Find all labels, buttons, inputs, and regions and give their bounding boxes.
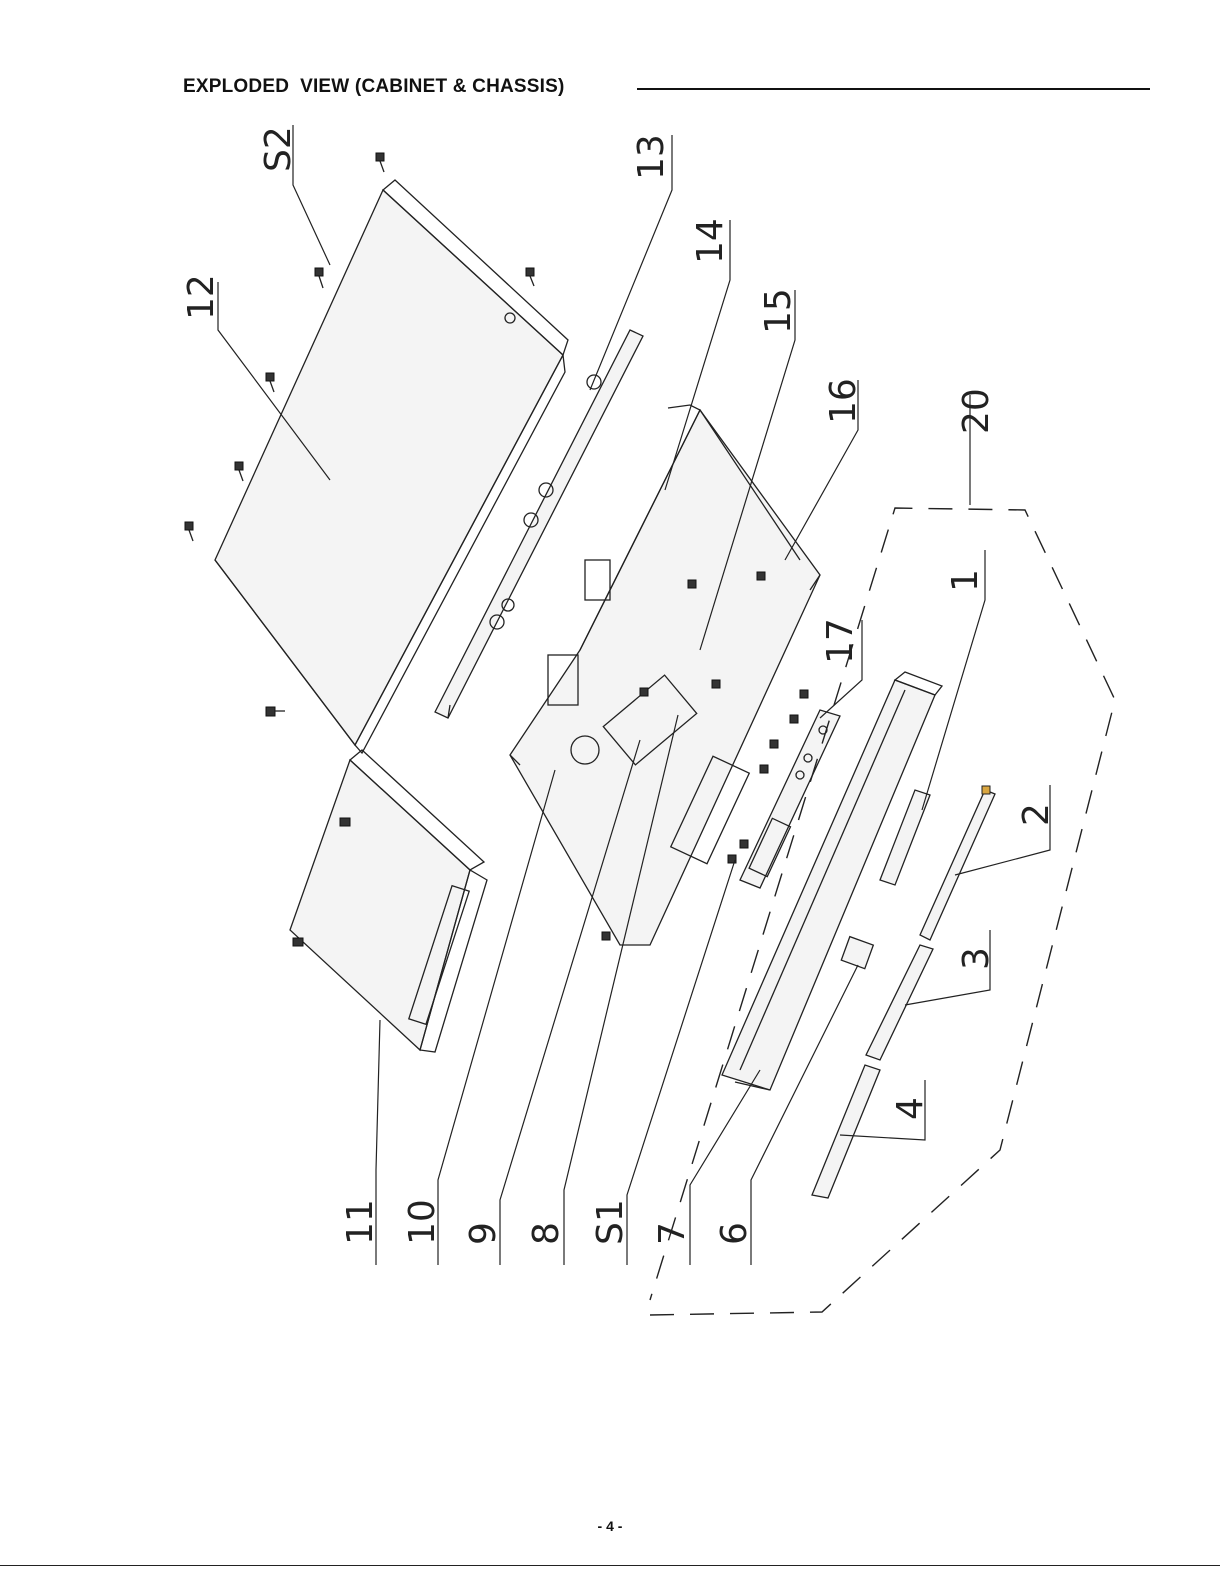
screw-icon bbox=[640, 688, 648, 696]
screw-icon bbox=[293, 938, 303, 946]
screw-icon bbox=[340, 818, 350, 826]
screw-icon bbox=[688, 580, 696, 588]
screw-icon bbox=[602, 932, 610, 940]
callout-17: 17 bbox=[820, 618, 861, 664]
screw-icon bbox=[760, 765, 768, 773]
callout-14: 14 bbox=[690, 218, 731, 264]
callout-2: 2 bbox=[1016, 803, 1057, 826]
callout-9: 9 bbox=[463, 1222, 504, 1245]
screw-icon bbox=[770, 740, 778, 748]
screw-icon bbox=[526, 268, 534, 286]
callout-1: 1 bbox=[945, 569, 986, 592]
callout-8: 8 bbox=[526, 1222, 567, 1245]
top-cover bbox=[215, 180, 568, 753]
callout-11: 11 bbox=[340, 1199, 381, 1245]
callout-s1: S1 bbox=[590, 1199, 631, 1245]
callout-12: 12 bbox=[181, 274, 222, 320]
callout-6: 6 bbox=[714, 1222, 755, 1245]
screw-icon bbox=[185, 522, 193, 541]
button-strip bbox=[920, 786, 995, 940]
screw-icon bbox=[235, 462, 243, 481]
callout-16: 16 bbox=[823, 378, 864, 424]
screw-icon bbox=[790, 715, 798, 723]
power-knob bbox=[841, 937, 873, 969]
screw-icon bbox=[757, 572, 765, 580]
page-number: - 4 - bbox=[0, 1518, 1220, 1534]
screw-icon bbox=[376, 153, 384, 172]
screw-icon bbox=[740, 840, 748, 848]
callout-4: 4 bbox=[890, 1097, 931, 1120]
screw-icon bbox=[266, 707, 285, 716]
callout-15: 15 bbox=[758, 288, 799, 334]
door-trim bbox=[812, 1065, 880, 1198]
screw-icon bbox=[712, 680, 720, 688]
bottom-rule bbox=[0, 1565, 1220, 1566]
callout-20: 20 bbox=[956, 388, 997, 434]
callout-3: 3 bbox=[956, 947, 997, 970]
callout-13: 13 bbox=[631, 134, 672, 180]
screw-icon bbox=[266, 373, 274, 392]
callout-10: 10 bbox=[402, 1199, 443, 1245]
tray-door bbox=[866, 945, 933, 1060]
callout-7: 7 bbox=[652, 1222, 693, 1245]
screw-icon bbox=[800, 690, 808, 698]
callout-s2: S2 bbox=[258, 126, 299, 172]
screw-icon bbox=[315, 268, 323, 288]
dvd-loader bbox=[290, 750, 487, 1052]
